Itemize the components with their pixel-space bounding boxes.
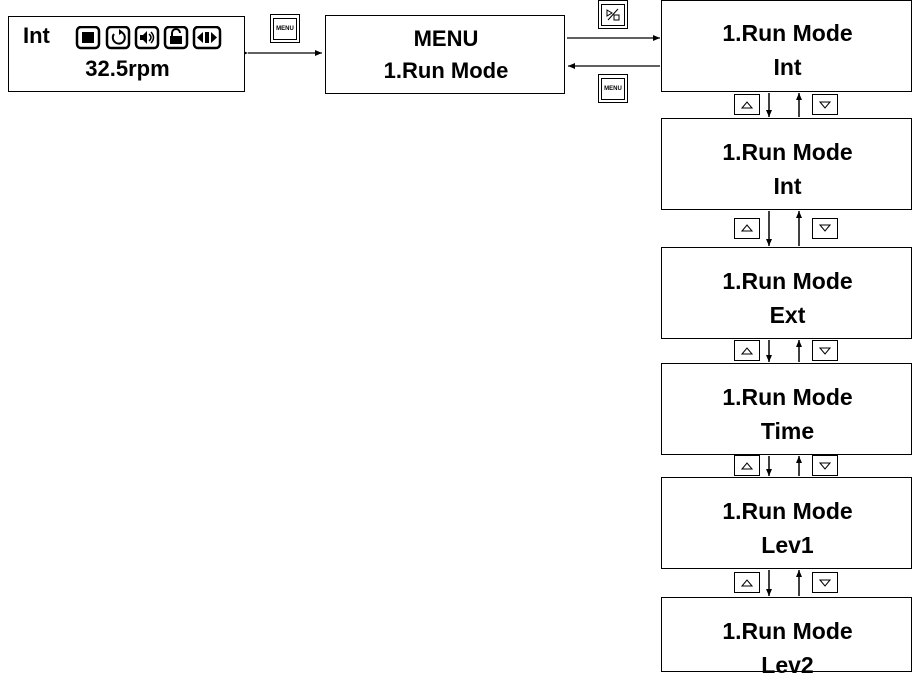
status-display: Int: [8, 16, 245, 92]
play-stop-icon: [601, 3, 625, 26]
run-mode-title: 1.Run Mode: [722, 498, 853, 524]
menu-back-button-label: MENU: [604, 85, 622, 92]
down-triangle-icon: [819, 101, 831, 109]
menu-line1: MENU: [413, 26, 479, 51]
speaker-icon: [134, 25, 166, 55]
run-mode-value: Int: [773, 173, 802, 199]
up-triangle-icon: [741, 224, 753, 232]
run-mode-title: 1.Run Mode: [722, 384, 853, 410]
up-button[interactable]: [734, 572, 760, 593]
menu-display: MENU 1.Run Mode: [325, 15, 565, 94]
reverse-icon: [192, 25, 226, 55]
menu-line2: 1.Run Mode: [383, 58, 509, 83]
menu-button-label: MENU: [276, 25, 294, 32]
run-mode-value: Ext: [769, 302, 806, 328]
stop-icon: [75, 25, 107, 55]
down-button[interactable]: [812, 340, 838, 361]
down-triangle-icon: [819, 579, 831, 587]
down-button[interactable]: [812, 572, 838, 593]
run-mode-title: 1.Run Mode: [722, 618, 853, 644]
up-button[interactable]: [734, 94, 760, 115]
run-mode-title: 1.Run Mode: [722, 268, 853, 294]
enter-button[interactable]: [598, 0, 628, 29]
run-mode-title: 1.Run Mode: [722, 20, 853, 46]
run-mode-title: 1.Run Mode: [722, 139, 853, 165]
up-triangle-icon: [741, 346, 753, 354]
menu-button[interactable]: MENU: [270, 14, 300, 43]
up-triangle-icon: [741, 461, 753, 469]
up-triangle-icon: [741, 578, 753, 586]
run-mode-value: Time: [760, 418, 815, 444]
run-mode-value: Int: [773, 54, 802, 80]
down-button[interactable]: [812, 94, 838, 115]
down-triangle-icon: [819, 224, 831, 232]
status-speed: 32.5rpm: [85, 56, 170, 81]
down-button[interactable]: [812, 455, 838, 476]
lock-icon: [163, 25, 195, 55]
down-button[interactable]: [812, 217, 838, 239]
up-button[interactable]: [734, 217, 760, 239]
up-button[interactable]: [734, 340, 760, 361]
down-triangle-icon: [819, 462, 831, 470]
status-mode: Int: [23, 23, 50, 48]
down-triangle-icon: [819, 347, 831, 355]
run-mode-value: Lev1: [761, 532, 814, 558]
up-triangle-icon: [741, 100, 753, 108]
up-button[interactable]: [734, 455, 760, 476]
rotate-icon: [105, 25, 137, 55]
run-mode-value: Lev2: [761, 652, 814, 678]
menu-back-button[interactable]: MENU: [598, 74, 628, 103]
